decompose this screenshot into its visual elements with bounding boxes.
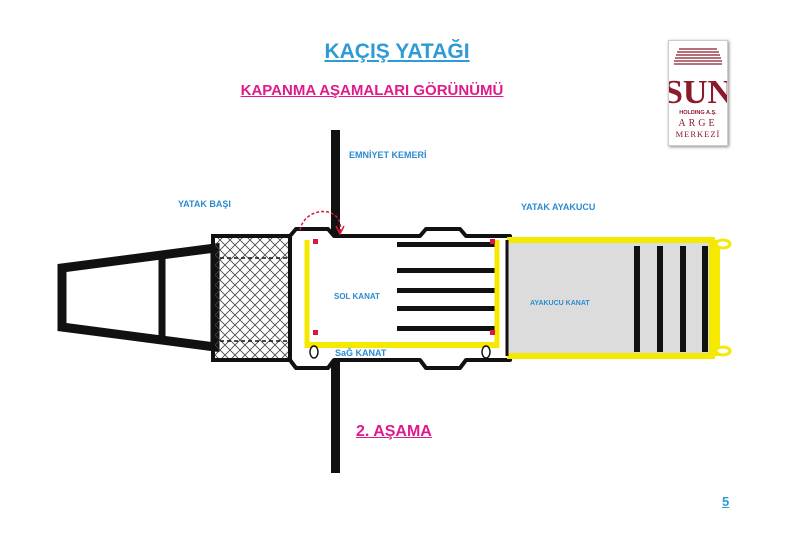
- foot-hook-top: [714, 238, 732, 250]
- right-wing-label: SaĞ KANAT: [335, 348, 387, 358]
- logo-line3: MERKEZİ: [676, 129, 721, 139]
- foot-label: YATAK AYAKUCU: [521, 202, 596, 212]
- page-title: KAÇIŞ YATAĞI: [324, 40, 470, 63]
- sun-holding-logo: SUN HOLDING A.Ş. ARGE MERKEZİ: [664, 40, 732, 146]
- page-subtitle: KAPANMA AŞAMALARI GÖRÜNÜMÜ: [240, 82, 504, 99]
- seat-belt-label: EMNİYET KEMERİ: [349, 150, 427, 160]
- foot-hook-bottom: [714, 345, 732, 357]
- fold-arrowhead: [335, 225, 345, 236]
- head-frame: [57, 242, 220, 353]
- logo-line1: HOLDING A.Ş.: [679, 110, 717, 116]
- stage-label: 2. AŞAMA: [356, 423, 432, 440]
- page-number: 5: [722, 494, 730, 509]
- left-wing-label: SOL KANAT: [334, 292, 380, 301]
- wing-hooks: [309, 345, 491, 359]
- foot-wing-label: AYAKUCU KANAT: [530, 300, 590, 307]
- logo-brand: SUN: [669, 74, 727, 111]
- right-wing-strip: [307, 342, 497, 348]
- foot-panel: [507, 240, 712, 356]
- center-slats: [397, 242, 495, 331]
- foot-end-bar: [712, 240, 720, 356]
- head-label: YATAK BAŞI: [178, 199, 231, 209]
- hinge-markers: [313, 239, 495, 335]
- logo-line2: ARGE: [678, 118, 717, 129]
- fold-arrow: [299, 210, 341, 233]
- foot-slats: [634, 246, 708, 352]
- center-body: [288, 227, 512, 370]
